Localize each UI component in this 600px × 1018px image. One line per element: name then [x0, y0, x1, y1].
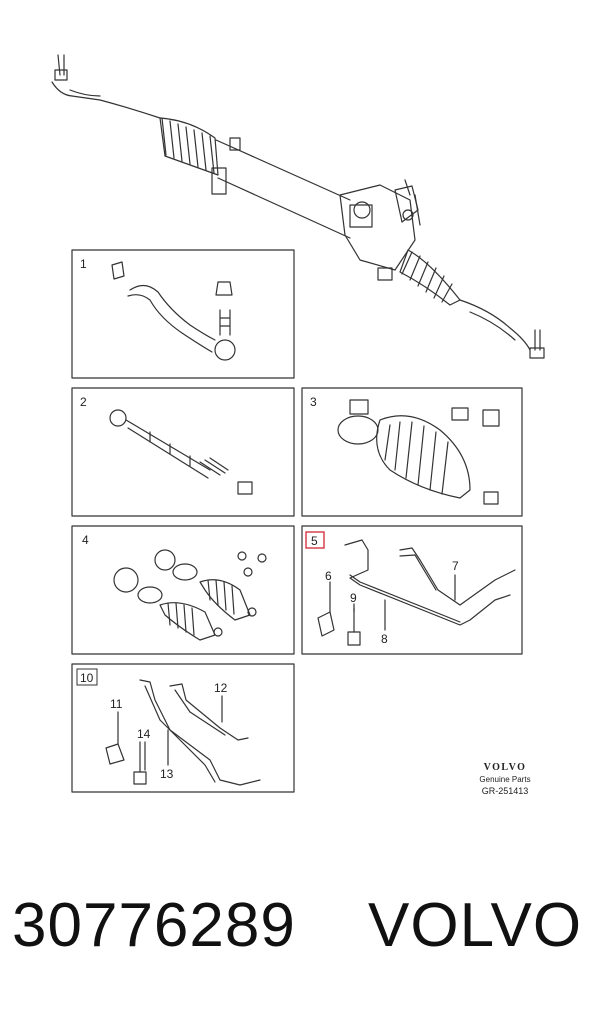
callout-9: 9 — [350, 591, 357, 605]
brake-line-illustration — [317, 539, 516, 646]
inner-tie-rod-illustration — [109, 409, 253, 495]
callout-6: 6 — [325, 569, 332, 583]
brand-block: VOLVO Genuine Parts GR-251413 — [460, 762, 550, 796]
diagram-code: GR-251413 — [481, 786, 529, 796]
panel-3[interactable] — [301, 387, 523, 517]
brand-subtitle: Genuine Parts — [479, 775, 531, 784]
callout-11: 11 — [110, 697, 123, 711]
panel-4[interactable] — [71, 525, 295, 655]
panel-5-highlight-box — [305, 531, 325, 549]
panel-4-label: 4 — [82, 533, 89, 547]
footer: 30776289 VOLVO — [0, 890, 600, 1000]
panel-labels: 1 2 3 4 5 10 — [76, 257, 325, 686]
callout-7: 7 — [452, 559, 459, 573]
panel-2[interactable] — [71, 387, 295, 517]
boot-kit-illustration — [337, 399, 500, 505]
pipe-assembly-illustration — [105, 679, 261, 786]
panel-5[interactable] — [301, 525, 523, 655]
callout-leaders — [117, 574, 456, 771]
maker-name: VOLVO — [368, 891, 583, 960]
panel-1[interactable] — [71, 249, 295, 379]
panel-3-label: 3 — [310, 395, 317, 409]
callout-12: 12 — [214, 681, 228, 695]
tie-rod-end-illustration — [111, 261, 236, 361]
boot-kit-pair-illustration — [113, 549, 267, 641]
panel-10-label: 10 — [80, 671, 94, 685]
callout-8: 8 — [381, 632, 388, 646]
steering-rack-illustration — [51, 54, 545, 359]
brand-logo: VOLVO — [483, 762, 527, 773]
panel-1-label: 1 — [80, 257, 87, 271]
panel-10-label-box — [76, 668, 98, 686]
part-number: 30776289 — [12, 891, 296, 960]
panel-5-label: 5 — [311, 534, 318, 548]
callout-13: 13 — [160, 767, 174, 781]
parts-diagram: 1 2 3 4 5 10 6 7 8 9 11 12 13 14 — [51, 54, 545, 793]
callout-numbers: 6 7 8 9 11 12 13 14 — [110, 559, 459, 781]
panel-10[interactable] — [71, 663, 295, 793]
panel-2-label: 2 — [80, 395, 87, 409]
callout-14: 14 — [137, 727, 151, 741]
